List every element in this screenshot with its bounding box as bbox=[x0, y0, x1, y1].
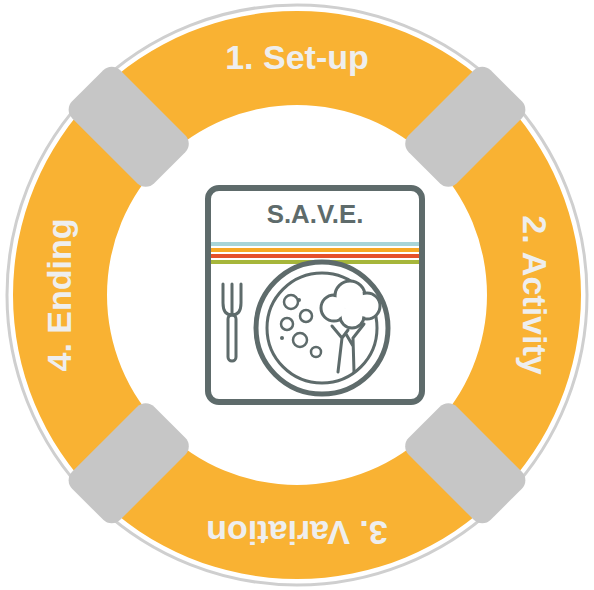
pea bbox=[293, 333, 307, 347]
segment-label: 1. Set-up bbox=[225, 39, 369, 76]
stripe bbox=[211, 254, 419, 258]
dot bbox=[280, 336, 284, 340]
broccoli-fill bbox=[323, 283, 378, 326]
broccoli-floret bbox=[335, 281, 365, 311]
dot bbox=[297, 298, 301, 302]
pea bbox=[284, 295, 298, 309]
color-stripes bbox=[211, 242, 419, 264]
ring-strap bbox=[400, 398, 530, 528]
ring-segment-fill bbox=[13, 94, 163, 496]
fork-handle bbox=[228, 315, 236, 361]
ring-segment: 2. Activity bbox=[431, 94, 582, 497]
fork-icon bbox=[223, 284, 241, 361]
ring-segment-shape bbox=[13, 94, 164, 497]
stripe bbox=[211, 260, 419, 264]
plate-inner bbox=[267, 273, 377, 383]
broccoli-floret bbox=[340, 304, 364, 328]
broccoli-head bbox=[321, 281, 380, 328]
ring-straps bbox=[64, 62, 531, 529]
ring-segment: 1. Set-up bbox=[96, 11, 499, 162]
segment-label-holder: 2. Activity bbox=[515, 215, 552, 374]
broccoli-fill-part bbox=[356, 295, 378, 317]
segment-label-holder: 1. Set-up bbox=[225, 39, 369, 76]
broccoli-stem bbox=[332, 324, 364, 372]
pea bbox=[311, 347, 321, 357]
broccoli-fill-part bbox=[337, 283, 363, 309]
broccoli-icon bbox=[321, 281, 380, 372]
pea bbox=[281, 318, 293, 330]
segment-label-holder: 3. Variation bbox=[206, 513, 387, 550]
center-title: S.A.V.E. bbox=[211, 200, 419, 230]
ring-segment-fill bbox=[96, 429, 498, 579]
broccoli-floret bbox=[321, 295, 347, 321]
ring-strap bbox=[64, 62, 194, 192]
pea-dots bbox=[280, 298, 301, 340]
ring-segment-fill bbox=[431, 94, 581, 496]
segment-label-holder: 4. Ending bbox=[41, 219, 78, 372]
fork-tines bbox=[223, 284, 241, 315]
broccoli-fill-part bbox=[323, 297, 345, 319]
ring-segment-shape bbox=[96, 429, 499, 580]
center-title-holder: S.A.V.E. bbox=[211, 200, 419, 230]
ring-segment-fill bbox=[96, 11, 498, 161]
ring-strap bbox=[400, 62, 530, 192]
ring-rope bbox=[7, 5, 587, 585]
broccoli-floret bbox=[354, 293, 380, 319]
ring-segment: 4. Ending bbox=[13, 94, 164, 497]
segment-label: 4. Ending bbox=[41, 219, 78, 372]
ring-strap bbox=[64, 398, 194, 528]
segment-label: 3. Variation bbox=[206, 513, 387, 550]
peas-icon bbox=[281, 295, 321, 357]
stripe bbox=[211, 242, 419, 246]
broccoli-fill-part bbox=[342, 306, 362, 326]
stripe bbox=[211, 248, 419, 252]
ring-segment: 3. Variation bbox=[96, 429, 499, 580]
ring-segment-shape bbox=[431, 94, 582, 497]
pea bbox=[300, 310, 312, 322]
center-box: S.A.V.E. bbox=[205, 185, 425, 405]
plate-rim bbox=[256, 262, 388, 394]
plate-icon bbox=[256, 262, 388, 394]
ring-segment-shape bbox=[96, 11, 499, 162]
segment-label: 2. Activity bbox=[515, 215, 552, 374]
